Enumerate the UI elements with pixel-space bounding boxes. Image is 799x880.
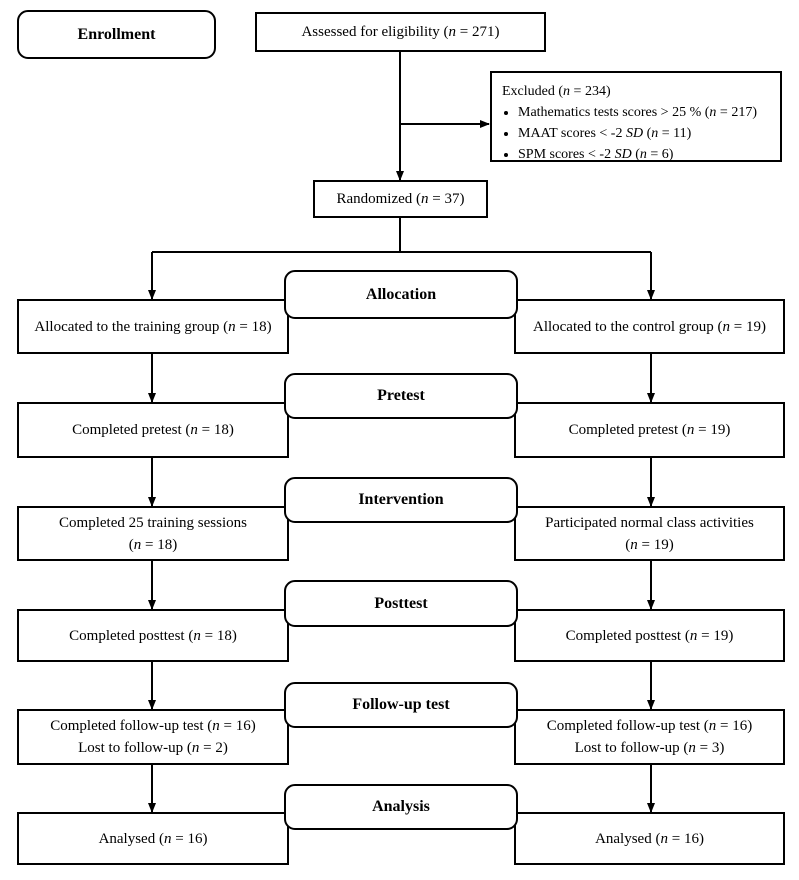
excluded-n: 234 xyxy=(584,84,606,99)
excluded-title-label: Excluded xyxy=(502,84,555,99)
training-posttest-box: Completed posttest (n = 18) xyxy=(17,609,289,662)
stage-enrollment-label: Enrollment xyxy=(77,25,156,43)
randomized-text: Randomized (n = 37) xyxy=(336,191,465,207)
stage-posttest: Posttest xyxy=(284,580,518,627)
assessed-text: Assessed for eligibility (n = 271) xyxy=(301,24,500,40)
control-allocated-box: Allocated to the control group (n = 19) xyxy=(514,299,785,354)
stage-intervention: Intervention xyxy=(284,477,518,523)
stage-followup: Follow-up test xyxy=(284,682,518,728)
randomized-box: Randomized (n = 37) xyxy=(313,180,488,218)
training-followup-box: Completed follow-up test (n = 16) Lost t… xyxy=(17,709,289,765)
control-followup-box: Completed follow-up test (n = 16) Lost t… xyxy=(514,709,785,765)
stage-analysis: Analysis xyxy=(284,784,518,830)
assessed-box: Assessed for eligibility (n = 271) xyxy=(255,12,546,52)
control-pretest-box: Completed pretest (n = 19) xyxy=(514,402,785,458)
control-posttest-box: Completed posttest (n = 19) xyxy=(514,609,785,662)
assessed-n: 271 xyxy=(472,24,495,40)
excluded-item: SPM scores < -2 SD (n = 6) xyxy=(518,144,757,165)
excluded-item: Mathematics tests scores > 25 % (n = 217… xyxy=(518,102,757,123)
control-analysis-box: Analysed (n = 16) xyxy=(514,812,785,865)
training-allocated-box: Allocated to the training group (n = 18) xyxy=(17,299,289,354)
randomized-label: Randomized xyxy=(336,191,413,207)
randomized-n: 37 xyxy=(444,191,460,207)
control-intervention-box: Participated normal class activities (n … xyxy=(514,506,785,561)
training-analysis-box: Analysed (n = 16) xyxy=(17,812,289,865)
excluded-item: MAAT scores < -2 SD (n = 11) xyxy=(518,123,757,144)
stage-pretest: Pretest xyxy=(284,373,518,419)
assessed-label: Assessed for eligibility xyxy=(301,24,440,40)
excluded-box: Excluded (n = 234) Mathematics tests sco… xyxy=(490,71,782,162)
stage-allocation: Allocation xyxy=(284,270,518,319)
training-intervention-box: Completed 25 training sessions (n = 18) xyxy=(17,506,289,561)
excluded-list: Mathematics tests scores > 25 % (n = 217… xyxy=(502,102,757,165)
stage-enrollment: Enrollment xyxy=(17,10,216,59)
training-pretest-box: Completed pretest (n = 18) xyxy=(17,402,289,458)
excluded-title: Excluded (n = 234) xyxy=(502,84,611,99)
